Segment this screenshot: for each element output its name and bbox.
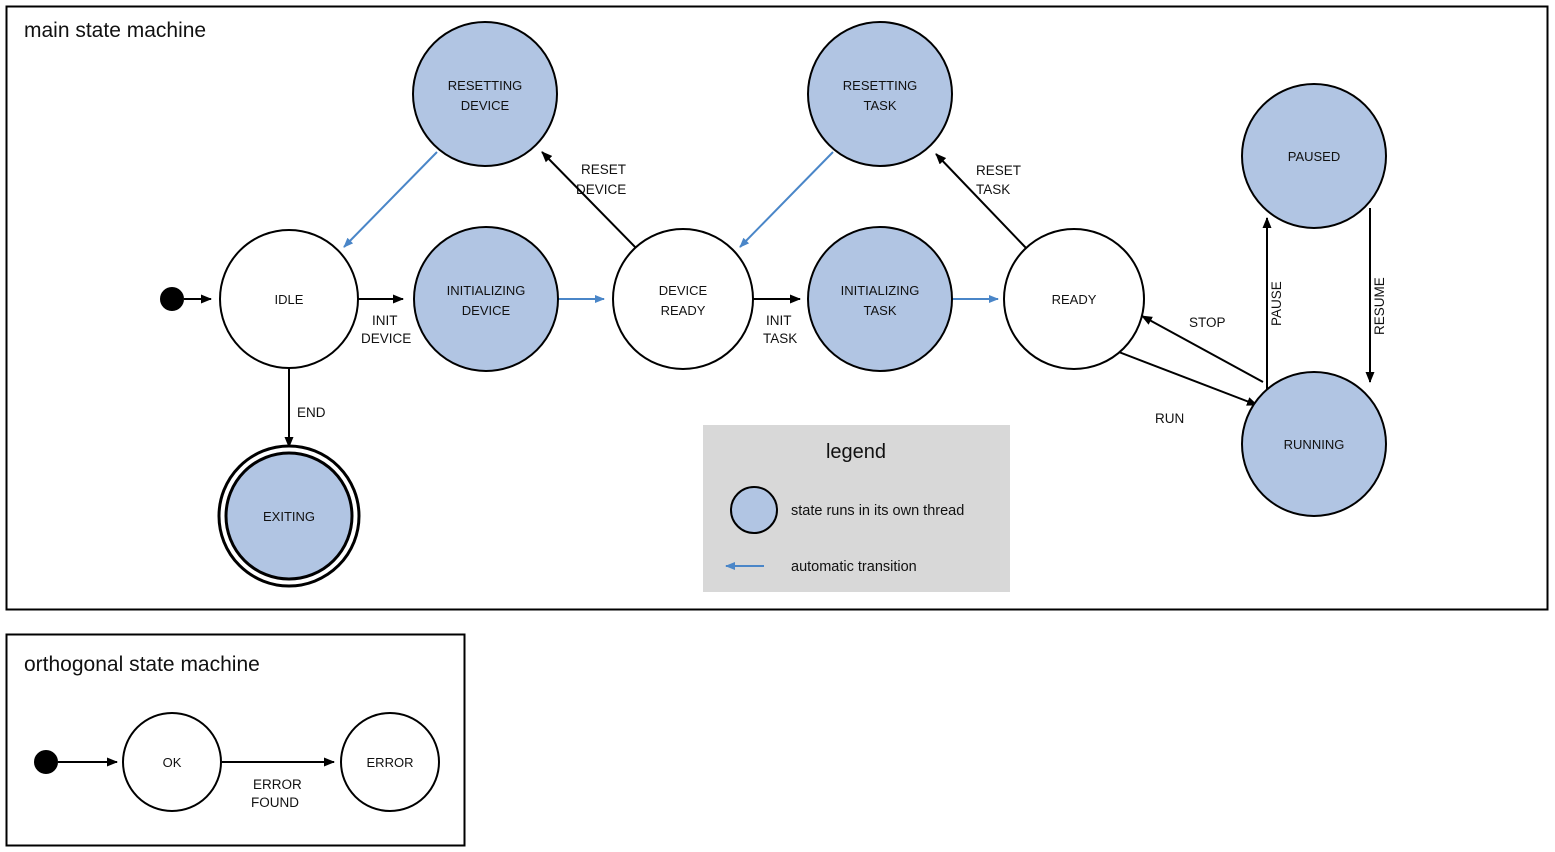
final-state-inner-circle bbox=[224, 451, 354, 581]
state-error-label: ERROR bbox=[367, 755, 414, 770]
transition-label-end: END bbox=[297, 405, 326, 420]
main-machine-transitions: INIT DEVICE END RESET DEVICE INIT TASK bbox=[184, 151, 1387, 448]
transition-start-ok bbox=[34, 750, 118, 774]
transition-idle-exiting: END bbox=[284, 368, 326, 448]
legend-entry-thread-state: state runs in its own thread bbox=[730, 486, 964, 534]
state-exiting-label: EXITING bbox=[263, 509, 315, 524]
initial-state-dot[interactable] bbox=[160, 287, 184, 311]
transition-label-pause: PAUSE bbox=[1269, 281, 1284, 326]
state-ok-label: OK bbox=[163, 755, 182, 770]
transition-label-init-device-line1: INIT bbox=[372, 313, 398, 328]
state-running[interactable]: RUNNING bbox=[1241, 371, 1387, 517]
transition-resetting-task-device-ready bbox=[739, 151, 834, 248]
transition-label-reset-task-line2: TASK bbox=[976, 182, 1010, 197]
state-ready[interactable]: READY bbox=[1003, 228, 1145, 370]
transition-label-reset-task-line1: RESET bbox=[976, 163, 1021, 178]
transition-device-ready-resetting-device: RESET DEVICE bbox=[541, 151, 638, 250]
transition-running-ready: STOP bbox=[1141, 315, 1264, 383]
transition-device-ready-initializing-task: INIT TASK bbox=[753, 294, 801, 346]
transition-idle-initializing-device: INIT DEVICE bbox=[358, 294, 411, 346]
transition-label-init-device-line2: DEVICE bbox=[361, 331, 411, 346]
transition-label-reset-device-line2: DEVICE bbox=[576, 182, 626, 197]
orthogonal-machine-title: orthogonal state machine bbox=[24, 653, 260, 676]
state-device-ready-label-line1: DEVICE bbox=[659, 283, 708, 298]
state-paused-label: PAUSED bbox=[1288, 149, 1341, 164]
state-initializing-device-label-line2: DEVICE bbox=[462, 303, 511, 318]
state-device-ready-label-line2: READY bbox=[661, 303, 706, 318]
state-ok[interactable]: OK bbox=[122, 712, 222, 812]
state-error[interactable]: ERROR bbox=[340, 712, 440, 812]
transition-ok-error: ERROR FOUND bbox=[222, 757, 335, 810]
transition-label-resume: RESUME bbox=[1372, 277, 1387, 335]
state-paused[interactable]: PAUSED bbox=[1241, 83, 1387, 229]
thread-state-swatch-icon bbox=[730, 486, 778, 534]
transition-label-init-task-line2: TASK bbox=[763, 331, 797, 346]
transition-running-paused: PAUSE bbox=[1262, 217, 1284, 395]
transition-ready-running: RUN bbox=[1110, 348, 1258, 426]
transition-label-reset-device-line1: RESET bbox=[581, 162, 626, 177]
legend-automatic-transition-text: automatic transition bbox=[791, 559, 917, 575]
state-initializing-task-label-line1: INITIALIZING bbox=[841, 283, 920, 298]
orthogonal-initial-state-dot[interactable] bbox=[34, 750, 58, 774]
state-resetting-task-label-line1: RESETTING bbox=[843, 78, 917, 93]
state-resetting-task[interactable]: RESETTING TASK bbox=[807, 21, 953, 167]
state-resetting-task-label-line2: TASK bbox=[864, 98, 897, 113]
state-resetting-device[interactable]: RESETTING DEVICE bbox=[412, 21, 558, 167]
state-initializing-task-label-line2: TASK bbox=[864, 303, 897, 318]
transition-label-init-task-line1: INIT bbox=[766, 313, 792, 328]
state-idle-label: IDLE bbox=[275, 292, 304, 307]
state-resetting-device-label-line2: DEVICE bbox=[461, 98, 510, 113]
main-machine-title: main state machine bbox=[24, 19, 206, 42]
state-idle[interactable]: IDLE bbox=[219, 229, 359, 369]
state-initializing-task[interactable]: INITIALIZING TASK bbox=[807, 226, 953, 372]
state-running-label: RUNNING bbox=[1284, 437, 1345, 452]
transition-label-error-found-line2: FOUND bbox=[251, 795, 299, 810]
transition-label-run: RUN bbox=[1155, 411, 1184, 426]
state-device-ready[interactable]: DEVICE READY bbox=[612, 228, 754, 370]
legend-panel: legend state runs in its own thread auto… bbox=[703, 425, 1010, 592]
transition-resetting-device-idle bbox=[343, 151, 438, 248]
orthogonal-state-machine-container: orthogonal state machine ERROR FOUND OK … bbox=[5, 633, 466, 847]
state-exiting[interactable]: EXITING bbox=[217, 444, 361, 588]
main-machine-states: IDLE RESETTING DEVICE INITIALIZING DEVIC… bbox=[160, 21, 1387, 588]
transition-ready-resetting-task: RESET TASK bbox=[935, 153, 1028, 250]
state-ready-label: READY bbox=[1052, 292, 1097, 307]
legend-title: legend bbox=[826, 441, 886, 463]
legend-entry-automatic-transition: automatic transition bbox=[725, 559, 917, 575]
state-resetting-device-label-line1: RESETTING bbox=[448, 78, 522, 93]
legend-thread-state-text: state runs in its own thread bbox=[791, 503, 964, 519]
state-initializing-device-label-line1: INITIALIZING bbox=[447, 283, 526, 298]
transition-paused-running: RESUME bbox=[1365, 208, 1387, 383]
state-initializing-device[interactable]: INITIALIZING DEVICE bbox=[413, 226, 559, 372]
transition-label-error-found-line1: ERROR bbox=[253, 777, 302, 792]
transition-label-stop: STOP bbox=[1189, 315, 1226, 330]
